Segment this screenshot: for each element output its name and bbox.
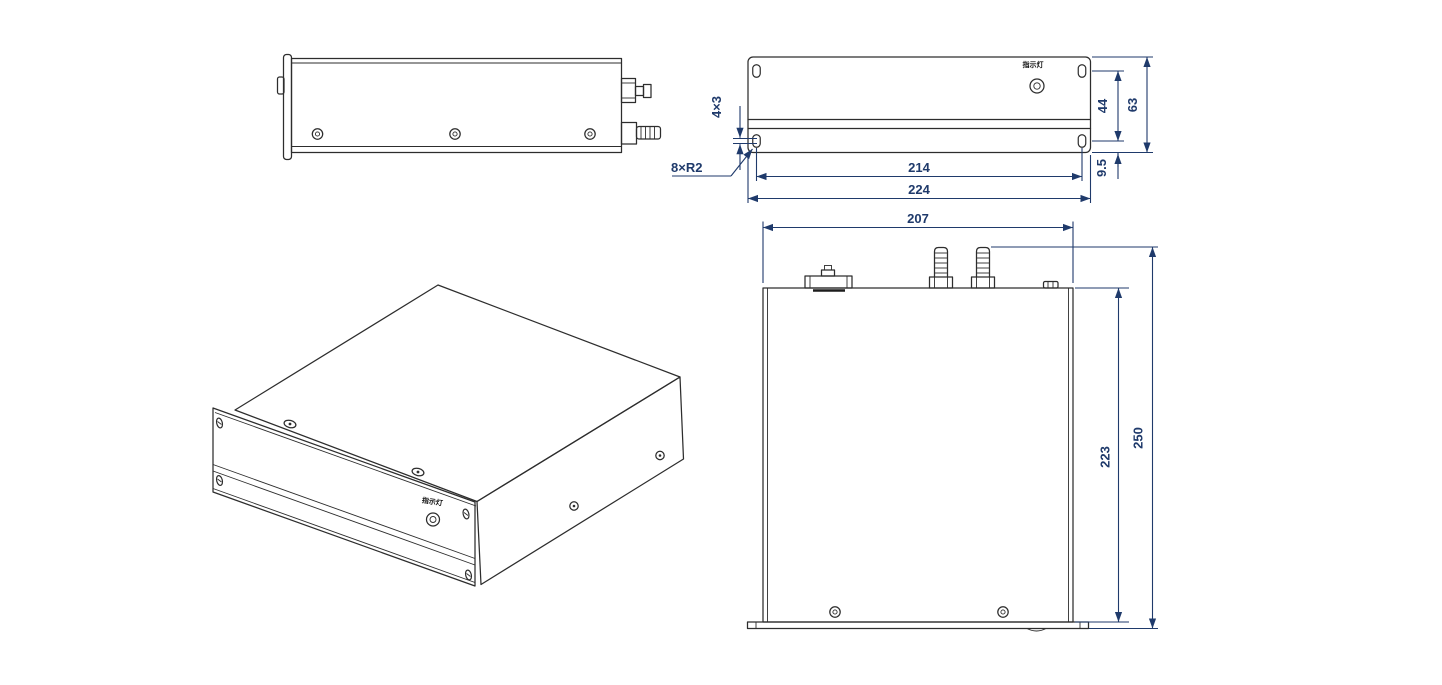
side-front-panel-edge [282, 53, 293, 161]
front-dimensions: 214 224 44 63 9.5 4×3 8×R2 [671, 56, 1153, 203]
top-small-connector [1042, 280, 1059, 289]
iso-indicator-light: 指示灯 [421, 495, 443, 527]
iso-front-panel [212, 407, 476, 587]
front-view: 指示灯 214 224 44 63 9.5 [671, 56, 1153, 203]
iso-right-face [476, 376, 685, 586]
iso-side-screws [569, 450, 665, 511]
side-screws [311, 128, 596, 140]
iso-panel-slots [215, 417, 473, 581]
top-body-outline [762, 287, 1074, 623]
top-bottom-flange [746, 621, 1090, 632]
flange-bump [1026, 628, 1047, 632]
top-left-connector [804, 265, 853, 292]
top-dimensions: 207 250 223 [762, 211, 1158, 630]
dim-slot-size: 4×3 [709, 96, 724, 118]
front-indicator-light: 指示灯 [1023, 60, 1045, 94]
top-screws [829, 606, 1009, 618]
side-hose-barb [620, 121, 662, 145]
side-body-outline [290, 57, 623, 154]
side-left-tab [276, 76, 285, 95]
isometric-view: 指示灯 [212, 284, 685, 587]
dim-overall-width: 224 [908, 182, 930, 197]
dim-hole-spacing-vertical: 44 [1095, 98, 1110, 113]
dim-overall-depth: 250 [1131, 427, 1146, 449]
side-view [276, 53, 662, 161]
dim-overall-height: 63 [1125, 98, 1140, 112]
dim-hole-bottom-offset: 9.5 [1094, 159, 1109, 177]
iso-indicator-label: 指示灯 [421, 495, 443, 507]
iso-top-face [234, 284, 681, 503]
iso-top-screws [283, 419, 425, 477]
indicator-label: 指示灯 [1023, 60, 1044, 69]
front-mounting-slots [752, 64, 1087, 148]
dim-body-depth: 223 [1098, 446, 1113, 468]
dim-slot-radius-callout: 8×R2 [671, 160, 702, 175]
dim-hole-spacing-horizontal: 214 [908, 160, 930, 175]
side-top-connector [620, 77, 652, 104]
top-hose-barb-1 [928, 246, 954, 289]
top-hose-barb-2 [970, 246, 996, 289]
top-view: 207 250 223 [746, 211, 1158, 632]
dim-body-width: 207 [907, 211, 929, 226]
front-panel-outline [747, 56, 1092, 154]
